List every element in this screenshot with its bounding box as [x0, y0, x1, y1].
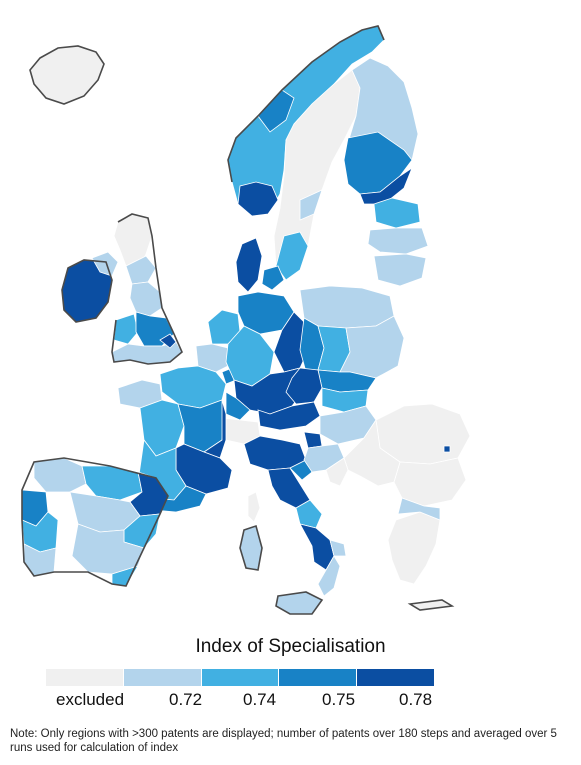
legend-label-excluded: excluded	[56, 690, 125, 709]
map-regions	[21, 25, 471, 615]
region-ireland-n	[91, 251, 119, 277]
region-latvia	[367, 227, 429, 255]
legend-swatch-0.75	[278, 669, 357, 686]
coastline-4	[21, 457, 169, 587]
legend-swatch-0.78	[356, 669, 434, 686]
region-norway-south	[237, 181, 279, 217]
legend-label-0.74: 0.74	[243, 690, 277, 709]
region-england-n	[129, 281, 163, 317]
region-lithuania	[373, 253, 427, 287]
region-balkans	[343, 418, 401, 487]
legend-swatch-excluded	[46, 669, 123, 686]
europe-choropleth-map	[21, 25, 471, 615]
region-bosnia	[325, 457, 349, 487]
region-corsica	[247, 491, 261, 523]
region-wales	[113, 313, 139, 345]
region-italy-s2	[329, 539, 347, 557]
region-italy-s	[299, 523, 335, 571]
region-estonia	[373, 197, 421, 229]
region-italy-c2	[295, 499, 323, 529]
legend-color-bar	[46, 669, 434, 686]
region-london	[159, 333, 177, 349]
region-finland-sw	[359, 166, 413, 205]
region-calabria	[317, 555, 341, 597]
region-czechia	[285, 367, 323, 405]
legend-swatch-0.72	[122, 669, 201, 686]
region-boundaries	[21, 25, 455, 615]
legend-label-0.75: 0.75	[322, 690, 356, 709]
legend-labels: excluded 0.72 0.74 0.75 0.78	[46, 690, 434, 714]
region-denmark-east	[261, 265, 285, 291]
region-denmark	[235, 237, 263, 293]
region-greece	[387, 511, 441, 585]
region-greece-n	[397, 497, 441, 521]
coastline-7	[239, 524, 263, 571]
region-scotland-s	[125, 255, 157, 285]
region-spain-nw	[33, 457, 87, 493]
region-poland-e	[339, 315, 405, 379]
legend-label-0.78: 0.78	[399, 690, 433, 709]
coastline-2	[111, 213, 183, 365]
coastline-0	[227, 25, 385, 183]
region-sweden-east	[299, 189, 323, 221]
legend-title: Index of Specialisation	[195, 636, 386, 657]
region-slovenia	[303, 431, 323, 449]
coastline-5	[407, 599, 455, 611]
region-sweden-south	[275, 231, 309, 281]
coastline-3	[29, 45, 105, 105]
region-germany-sw	[225, 391, 251, 421]
region-poland-n	[299, 285, 395, 329]
legend-label-0.72: 0.72	[169, 690, 203, 709]
legend-swatch-0.74	[200, 669, 279, 686]
coastline-6	[275, 591, 324, 615]
region-bulgaria	[393, 457, 467, 507]
footnote: Note: Only regions with >300 patents are…	[10, 728, 557, 754]
coastline-1	[61, 259, 113, 323]
region-spain-s	[71, 523, 145, 575]
region-france-n	[159, 365, 227, 409]
region-romania-spot	[443, 445, 451, 453]
region-iceland	[29, 45, 105, 105]
